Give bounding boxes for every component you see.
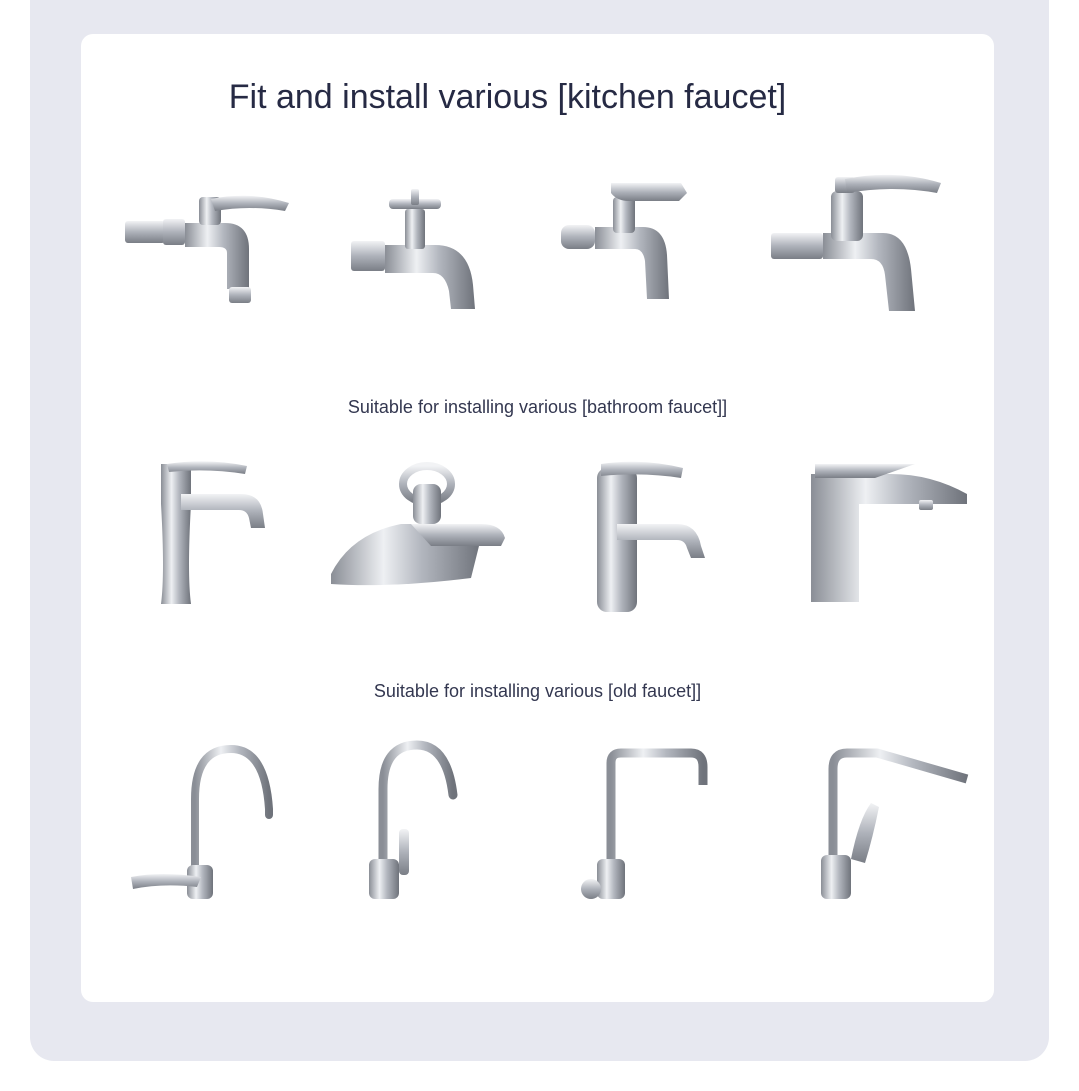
kitchen-section-title: Fit and install various [kitchen faucet] bbox=[228, 78, 787, 116]
gooseneck-wall-faucet-icon bbox=[111, 739, 311, 899]
old-section-title: Suitable for installing various [old fau… bbox=[373, 681, 702, 701]
angled-spout-faucet-icon bbox=[771, 739, 971, 899]
bathroom-section-title: Suitable for installing various [bathroo… bbox=[347, 397, 728, 417]
basin-faucet-slim-icon bbox=[111, 454, 311, 614]
basin-faucet-dual-icon bbox=[331, 454, 531, 614]
wall-tap-tall-lever-icon bbox=[771, 169, 971, 329]
square-spout-faucet-icon bbox=[551, 739, 751, 899]
wall-tap-flat-lever-icon bbox=[551, 169, 751, 329]
wall-tap-lever-icon bbox=[111, 169, 311, 329]
old-faucet-row bbox=[111, 739, 971, 899]
kitchen-faucet-row bbox=[111, 169, 971, 329]
basin-faucet-lever-icon bbox=[551, 454, 751, 614]
content-card: Fit and install various [kitchen faucet] bbox=[81, 34, 994, 1002]
wall-tap-cross-handle-icon bbox=[331, 169, 531, 329]
gooseneck-faucet-icon bbox=[331, 739, 531, 899]
basin-faucet-square-icon bbox=[771, 454, 971, 614]
bathroom-faucet-row bbox=[111, 454, 971, 614]
page-frame: Fit and install various [kitchen faucet] bbox=[30, 0, 1049, 1061]
